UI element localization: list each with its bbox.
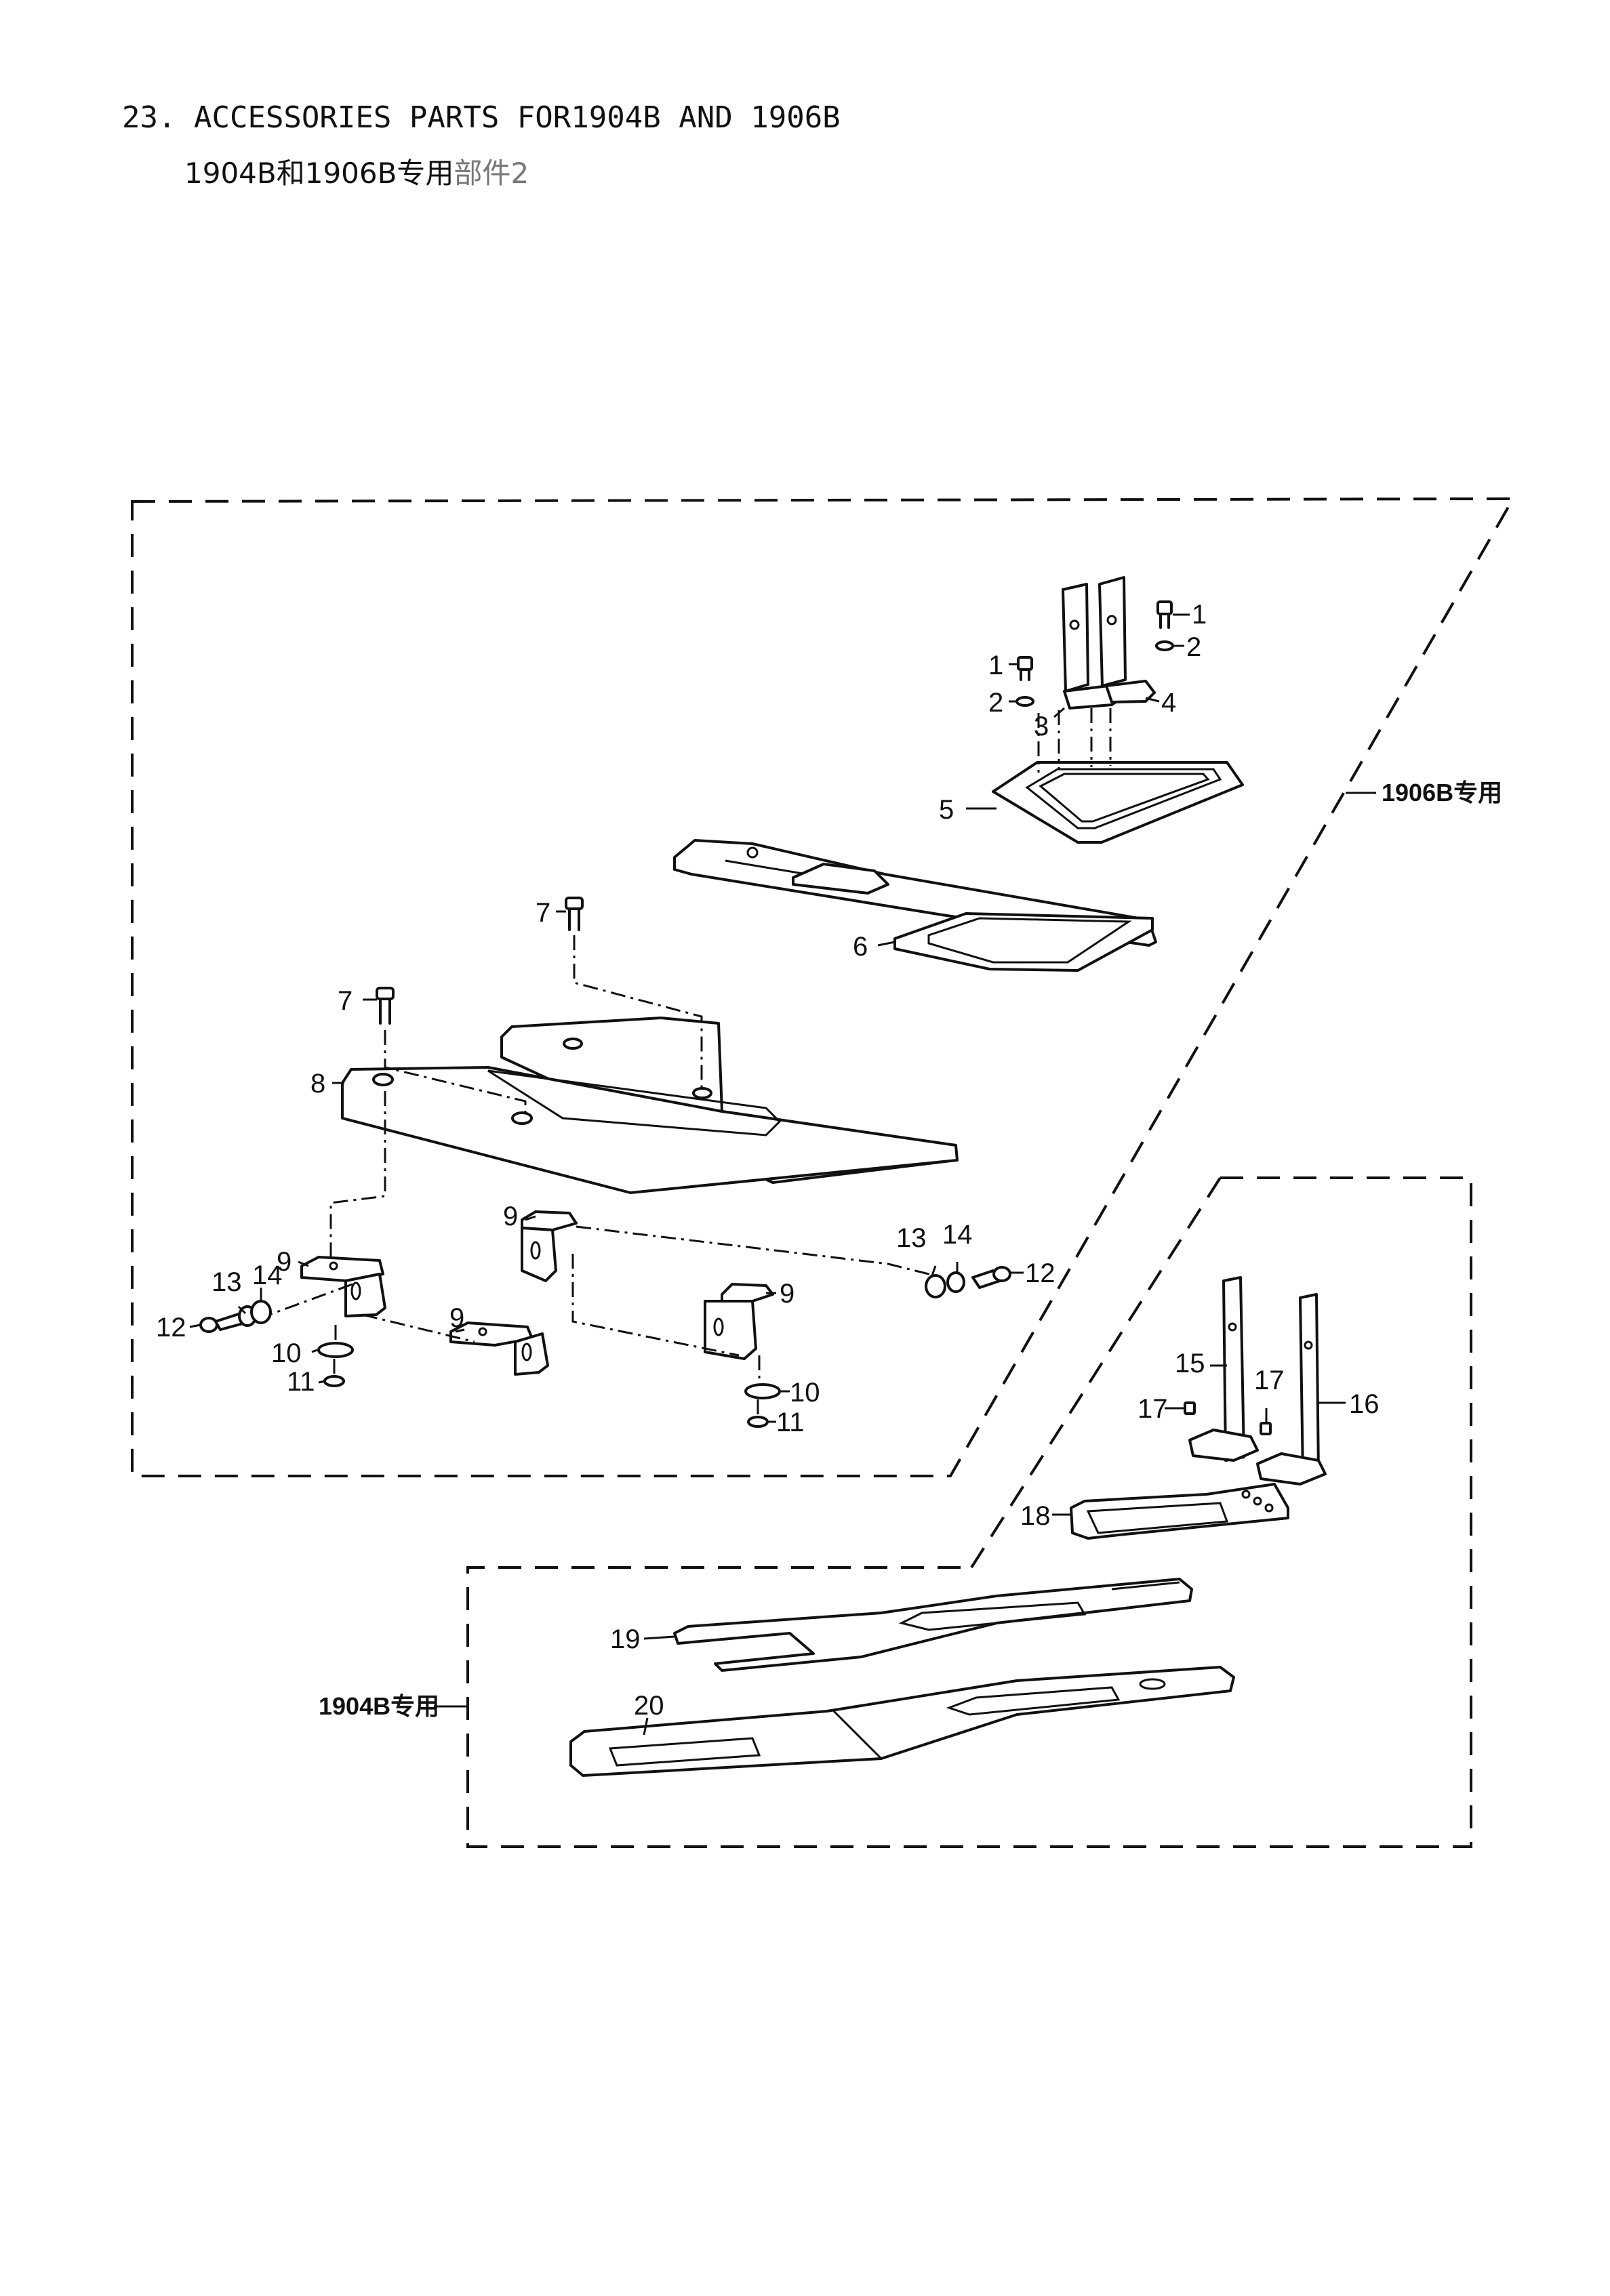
callout-12-left: 12 [156,1313,186,1342]
callout-1-right: 1 [1192,600,1207,630]
subtitle-model-b: 1906B [304,157,397,190]
callout-8: 8 [310,1069,325,1099]
part-18-slide-plate [1070,1483,1289,1540]
callout-3: 3 [1034,712,1049,741]
callout-7-lower: 7 [338,986,353,1016]
part-10-foot-right [744,1383,781,1399]
part-7-screw-upper [565,897,584,931]
part-5-frame-plate [992,761,1244,844]
part-17-screw-right [1260,1422,1272,1435]
callout-9-top: 9 [503,1202,518,1231]
callout-7-upper: 7 [536,898,550,928]
subtitle-bujian: 部件2 [454,157,529,190]
group-boundary-1906b [131,497,1516,1477]
group-boundary-connector [970,1176,1222,1569]
callout-18: 18 [1020,1501,1051,1531]
part-14-washer-left [250,1300,272,1324]
callout-16: 16 [1349,1389,1380,1419]
callout-4: 4 [1161,688,1176,718]
section-number: 23. [122,100,176,135]
callout-13-right: 13 [896,1223,927,1253]
title-and: AND [679,100,733,135]
part-15-upright [1188,1276,1259,1462]
callout-12-right: 12 [1025,1258,1055,1288]
part-2-washer-left [1015,696,1034,707]
part-12-screw-right [971,1266,1011,1289]
part-9-bracket-c [521,1210,578,1282]
callout-9-mid: 9 [449,1303,464,1333]
assembly-guides-brackets [250,1225,943,1357]
part-11-nut-left [323,1375,345,1387]
group-boundary-1906b-extra [466,1176,1472,1848]
page-subtitle: 1904B和1906B专用部件2 [184,150,529,192]
part-2-washer-right [1155,640,1174,651]
group-label-1904b: 1904B专用 [319,1692,439,1720]
subtitle-model-a: 1904B [184,157,277,190]
subtitle-he: 和 [276,157,305,190]
title-model-b: 1906B [750,100,841,135]
callout-2-right: 2 [1186,632,1201,662]
subtitle-zhuanyong: 专用 [397,157,454,190]
callout-9-right: 9 [780,1279,794,1309]
part-16-upright [1256,1293,1327,1485]
part-10-foot-left [317,1342,354,1358]
part-8-lower-plate [341,1066,959,1194]
callout-9-left: 9 [277,1247,291,1277]
callout-6: 6 [853,932,868,962]
callout-17-right: 17 [1254,1366,1285,1395]
callout-13-left: 13 [212,1267,242,1297]
assembly-guides-uprights [1037,708,1112,773]
part-9-bracket-d [704,1283,774,1360]
title-text: ACCESSORIES PARTS FOR [193,100,571,135]
leader-lines [189,613,1376,1736]
callout-20: 20 [634,1691,664,1721]
group-label-1906b: 1906B专用 [1382,779,1502,806]
callout-10-left: 10 [271,1338,302,1368]
part-13-washer-right [925,1274,946,1298]
part-19-presser-foot [673,1578,1193,1672]
part-7-screw-lower [376,987,395,1025]
part-14-washer-right [946,1271,965,1293]
callout-11-left: 11 [287,1367,315,1397]
assembly-guides-feet [333,1355,761,1416]
part-9-bracket-b [449,1321,549,1376]
callout-1-left: 1 [988,651,1003,680]
part-9-bracket-a [300,1256,386,1317]
part-4-upright [1098,576,1156,703]
callout-2-left: 2 [988,688,1003,718]
callout-17-left: 17 [1138,1394,1168,1424]
callout-5: 5 [939,795,954,825]
callout-11-right: 11 [776,1408,805,1437]
part-11-nut-right [747,1416,769,1428]
title-model-a: 1904B [571,100,661,135]
callout-15: 15 [1175,1349,1205,1378]
callout-10-right: 10 [790,1378,820,1408]
page-title: 23. ACCESSORIES PARTS FOR1904B AND 1906B [122,100,841,135]
part-1-screw-left [1017,656,1033,681]
callout-19: 19 [610,1624,641,1654]
part-6-presser-plate [673,839,1157,972]
callout-14-right: 14 [942,1220,973,1250]
callout-14-left: 14 [252,1260,283,1290]
part-20-presser-foot [569,1666,1235,1777]
part-17-screw-left [1184,1401,1196,1415]
part-1-screw-right [1156,600,1173,629]
